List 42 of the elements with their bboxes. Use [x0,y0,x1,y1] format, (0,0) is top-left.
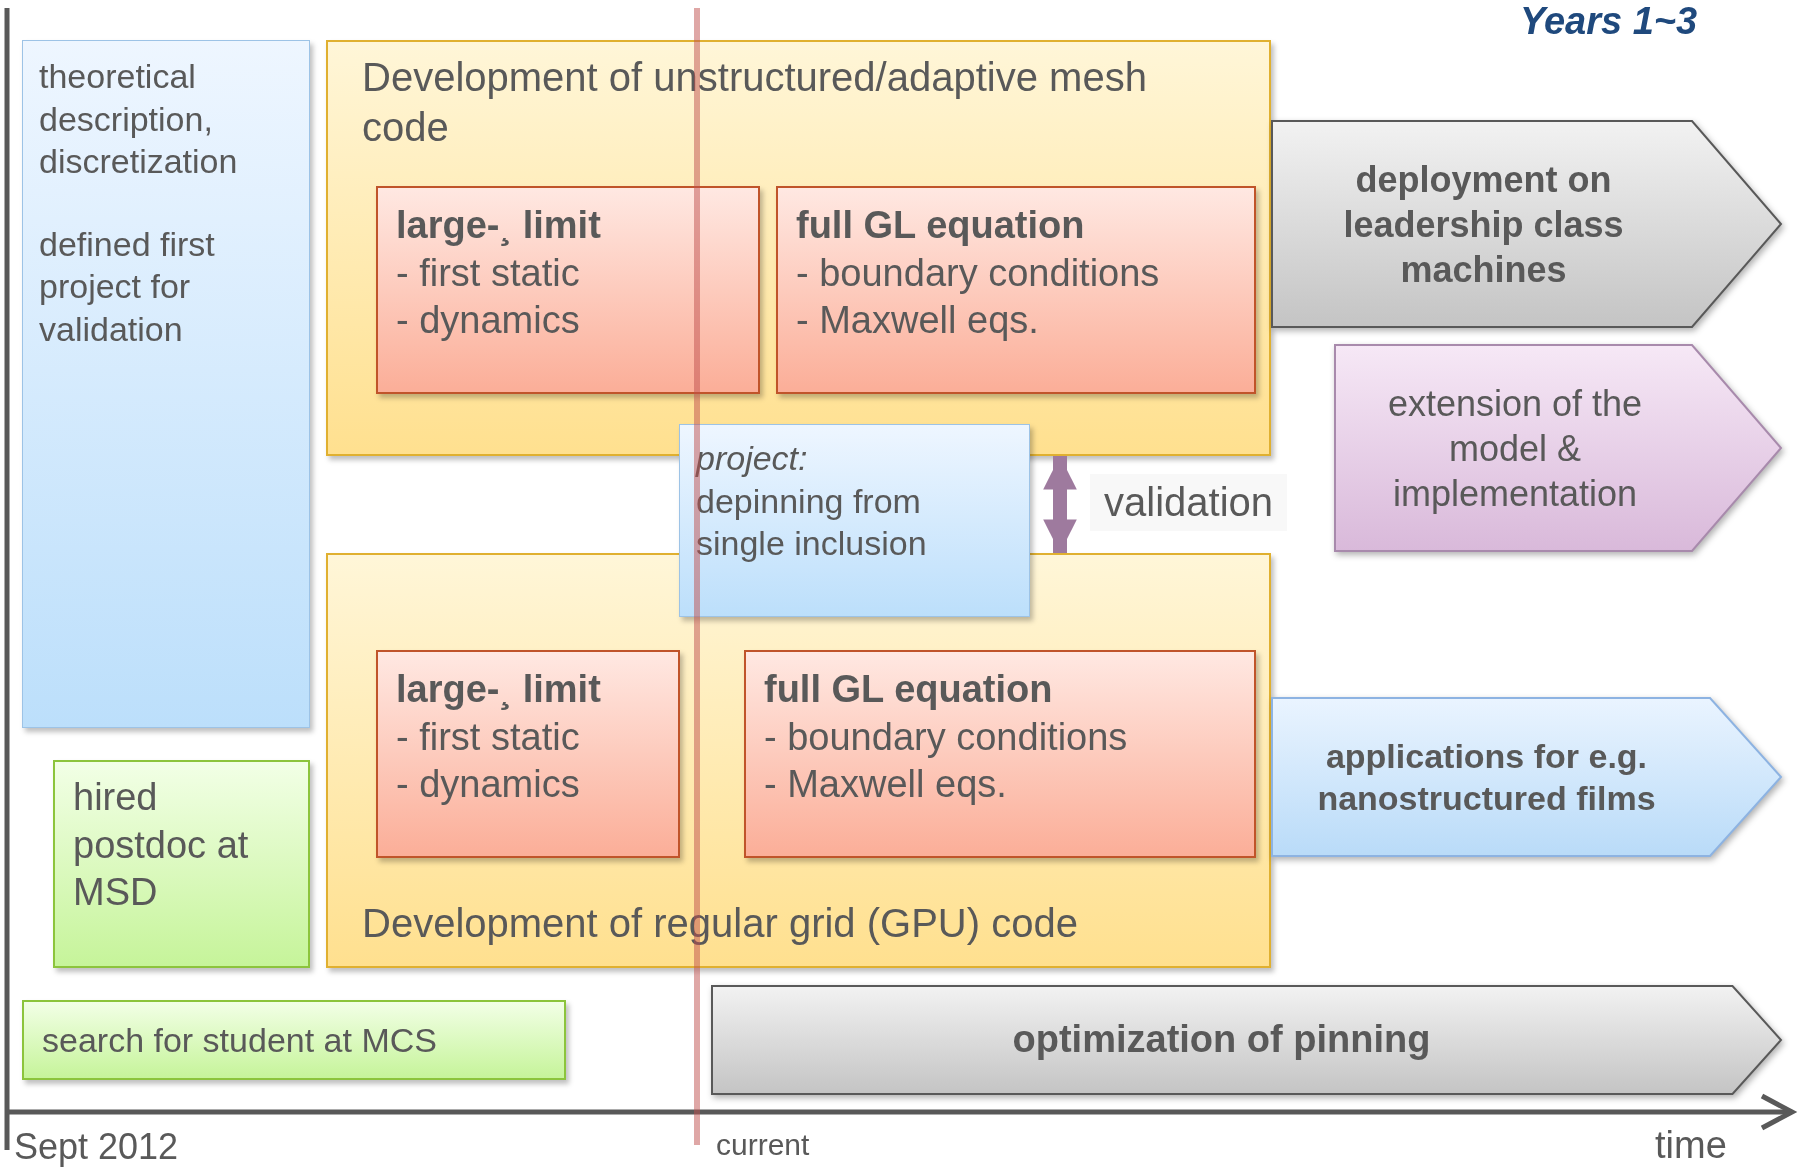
arrow-label: applications for e.g. nanostructured films [1316,735,1657,819]
bullet-item: - dynamics [396,762,581,807]
bullet-item: - first static [396,714,581,760]
axis-label: current [716,1128,810,1162]
box-heading: large-¸ limit [396,203,602,248]
box-heading: full GL equation [796,203,1086,248]
project-label: project: [696,438,809,479]
process-box [376,186,760,394]
note-text: theoretical description, discretization [39,56,239,182]
process-box [744,650,1256,858]
phase-banner [1334,344,1782,552]
arrow-label: deployment on leadership class machines [1342,157,1625,292]
process-box [776,186,1256,394]
box-heading: full GL equation [764,667,1054,712]
process-box [376,650,680,858]
phase-banner [1271,120,1782,328]
note-text: hired postdoc at MSD [73,775,250,915]
edge-label: validation [1090,474,1287,531]
project-description: depinning from single inclusion [696,480,928,564]
panel-heading: Development of unstructured/adaptive mesh code [362,54,1148,151]
phase-banner [711,985,1782,1095]
arrow-label: extension of the model & implementation [1386,381,1644,516]
title: Years 1~3 [1520,0,1698,43]
note-text: search for student at MCS [42,1019,438,1061]
phase-banner [1271,697,1782,857]
bullet-item: - dynamics [396,298,581,343]
box-heading: large-¸ limit [396,667,602,712]
axis-label: Sept 2012 [14,1126,179,1168]
note-text: defined first project for validation [39,223,216,350]
bullet-item: - boundary conditions [796,250,1161,296]
double-arrow [1043,456,1077,553]
note-box [53,760,310,968]
axis-label: time [1655,1124,1727,1167]
note-box [22,1000,566,1080]
bullet-item: - first static [396,250,581,296]
bullet-item: - Maxwell eqs. [764,762,1008,807]
arrow-label: optimization of pinning [1011,1017,1432,1063]
note-box [22,40,310,728]
bullet-item: - Maxwell eqs. [796,298,1040,343]
panel-heading: Development of regular grid (GPU) code [362,900,1079,947]
project-box [679,424,1030,617]
bullet-item: - boundary conditions [764,714,1129,760]
